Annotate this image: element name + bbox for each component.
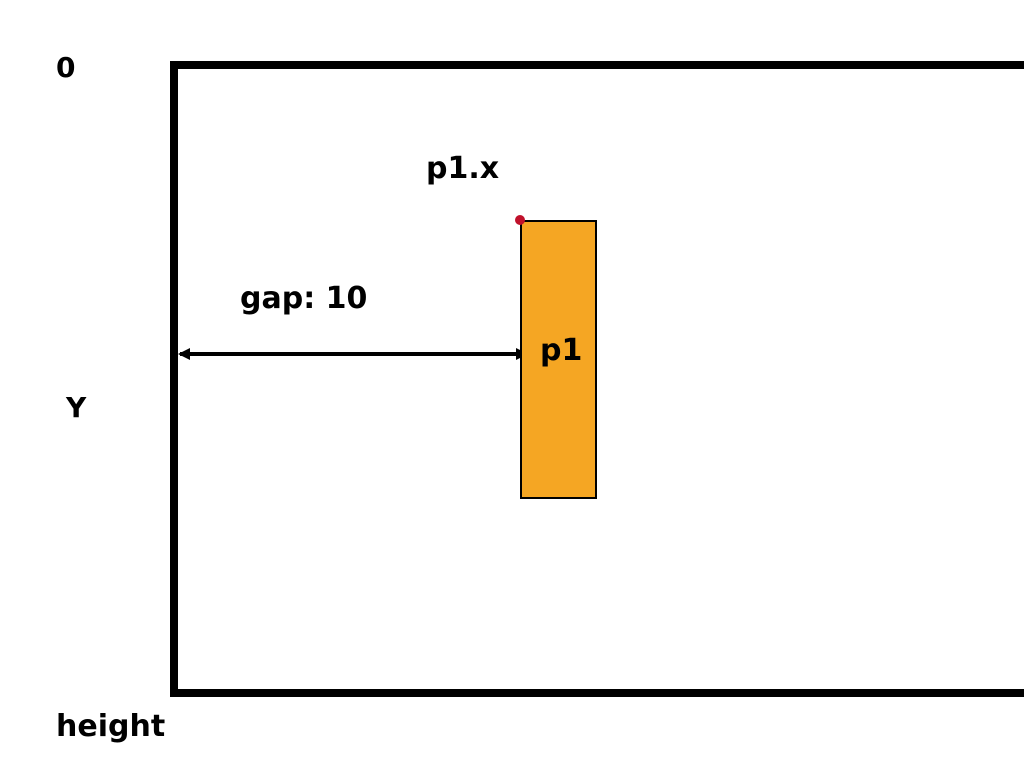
height-label: height <box>56 709 166 744</box>
origin-label: 0 <box>56 51 76 84</box>
field-boundary <box>170 61 1024 697</box>
point-x-label: p1.x <box>426 151 500 186</box>
paddle-label: p1 <box>540 333 583 368</box>
y-label: Y <box>66 391 87 424</box>
gap-label: gap: 10 <box>240 281 368 316</box>
paddle-p1 <box>520 220 597 499</box>
corner-point-dot <box>515 215 525 225</box>
